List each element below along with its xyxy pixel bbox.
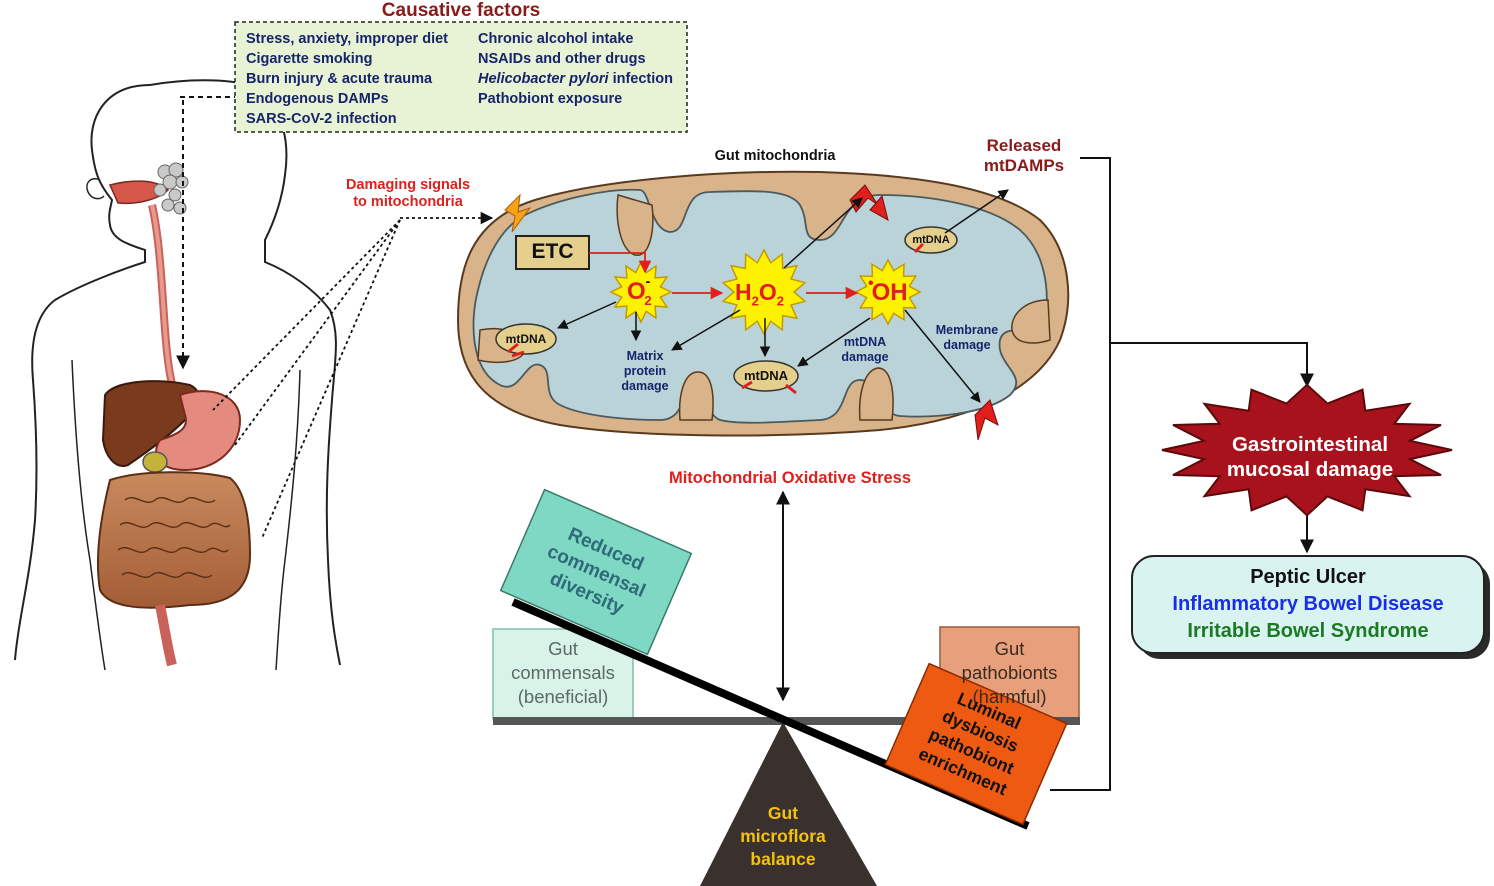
etc-box bbox=[515, 235, 590, 270]
oxidative-stress-label: Mitochondrial Oxidative Stress bbox=[668, 469, 912, 487]
factor-left-3: Burn injury & acute trauma bbox=[246, 71, 433, 87]
mtdna-left-label: mtDNA bbox=[505, 332, 547, 346]
disease-peptic-ulcer: Peptic Ulcer bbox=[1250, 566, 1366, 588]
human-body-illustration bbox=[14, 79, 494, 671]
luminal-dysbiosis-box bbox=[884, 662, 1068, 826]
superoxide-burst bbox=[609, 260, 673, 324]
etc-label: ETC bbox=[531, 240, 574, 263]
commensals-label: Gut commensals (beneficial) bbox=[511, 638, 615, 707]
seesaw bbox=[492, 488, 1080, 886]
h2o2-burst bbox=[721, 248, 807, 336]
lightning-icon bbox=[504, 193, 532, 233]
matrix-damage-label: Matrix protein damage bbox=[621, 349, 669, 393]
factor-left-1: Stress, anxiety, improper diet bbox=[246, 31, 448, 47]
h2o2-label: H2O2 bbox=[735, 279, 784, 309]
mtdna-right-label: mtDNA bbox=[912, 234, 950, 246]
membrane-damage-label: Membrane damage bbox=[935, 323, 999, 352]
superoxide-label: O-2 bbox=[627, 273, 652, 308]
gut-mitochondria-title: Gut mitochondria bbox=[714, 148, 836, 164]
infection-text: infection bbox=[612, 71, 673, 87]
factor-right-1: Chronic alcohol intake bbox=[478, 31, 634, 47]
factor-left-2: Cigarette smoking bbox=[246, 51, 373, 67]
mucosal-damage-burst bbox=[1161, 383, 1453, 517]
factor-right-2: NSAIDs and other drugs bbox=[478, 51, 646, 67]
flow-lines bbox=[776, 157, 1314, 791]
disease-ibs: Irritable Bowel Syndrome bbox=[1187, 620, 1429, 642]
pathobionts-label: Gut pathobionts (harmful) bbox=[961, 638, 1058, 707]
damage-arrows bbox=[557, 189, 1009, 403]
factor-left-5: SARS-CoV-2 infection bbox=[246, 111, 397, 127]
ros-pathway-arrows bbox=[589, 252, 859, 300]
causative-factors-box bbox=[234, 21, 688, 133]
mtdna-oval-left bbox=[495, 323, 557, 355]
fulcrum-label: Gut microflora balance bbox=[740, 803, 826, 869]
hydroxyl-label: •OH bbox=[868, 275, 908, 306]
fulcrum-triangle bbox=[700, 722, 877, 886]
mtdna-center-label: mtDNA bbox=[743, 368, 789, 383]
mucosal-damage-label: Gastrointestinal mucosal damage bbox=[1226, 433, 1394, 481]
helicobacter-text: Helicobacter pylori bbox=[478, 71, 609, 87]
damaging-signals-label: Damaging signals to mitochondria bbox=[345, 177, 471, 210]
disease-box bbox=[1131, 555, 1485, 654]
reduced-diversity-box bbox=[499, 488, 693, 656]
factor-left-4: Endogenous DAMPs bbox=[246, 91, 389, 107]
causative-factors-title: Causative factors bbox=[381, 0, 541, 21]
factor-right-3: Helicobacter pylori infection bbox=[478, 71, 673, 87]
mtdna-oval-right bbox=[904, 226, 958, 254]
hydroxyl-burst bbox=[854, 258, 922, 326]
factor-right-4: Pathobiont exposure bbox=[478, 91, 623, 107]
disease-ibd: Inflammatory Bowel Disease bbox=[1172, 593, 1444, 615]
released-mtdamps-label: Released mtDAMPs bbox=[983, 136, 1065, 175]
mtdna-damage-label: mtDNA damage bbox=[841, 335, 889, 364]
